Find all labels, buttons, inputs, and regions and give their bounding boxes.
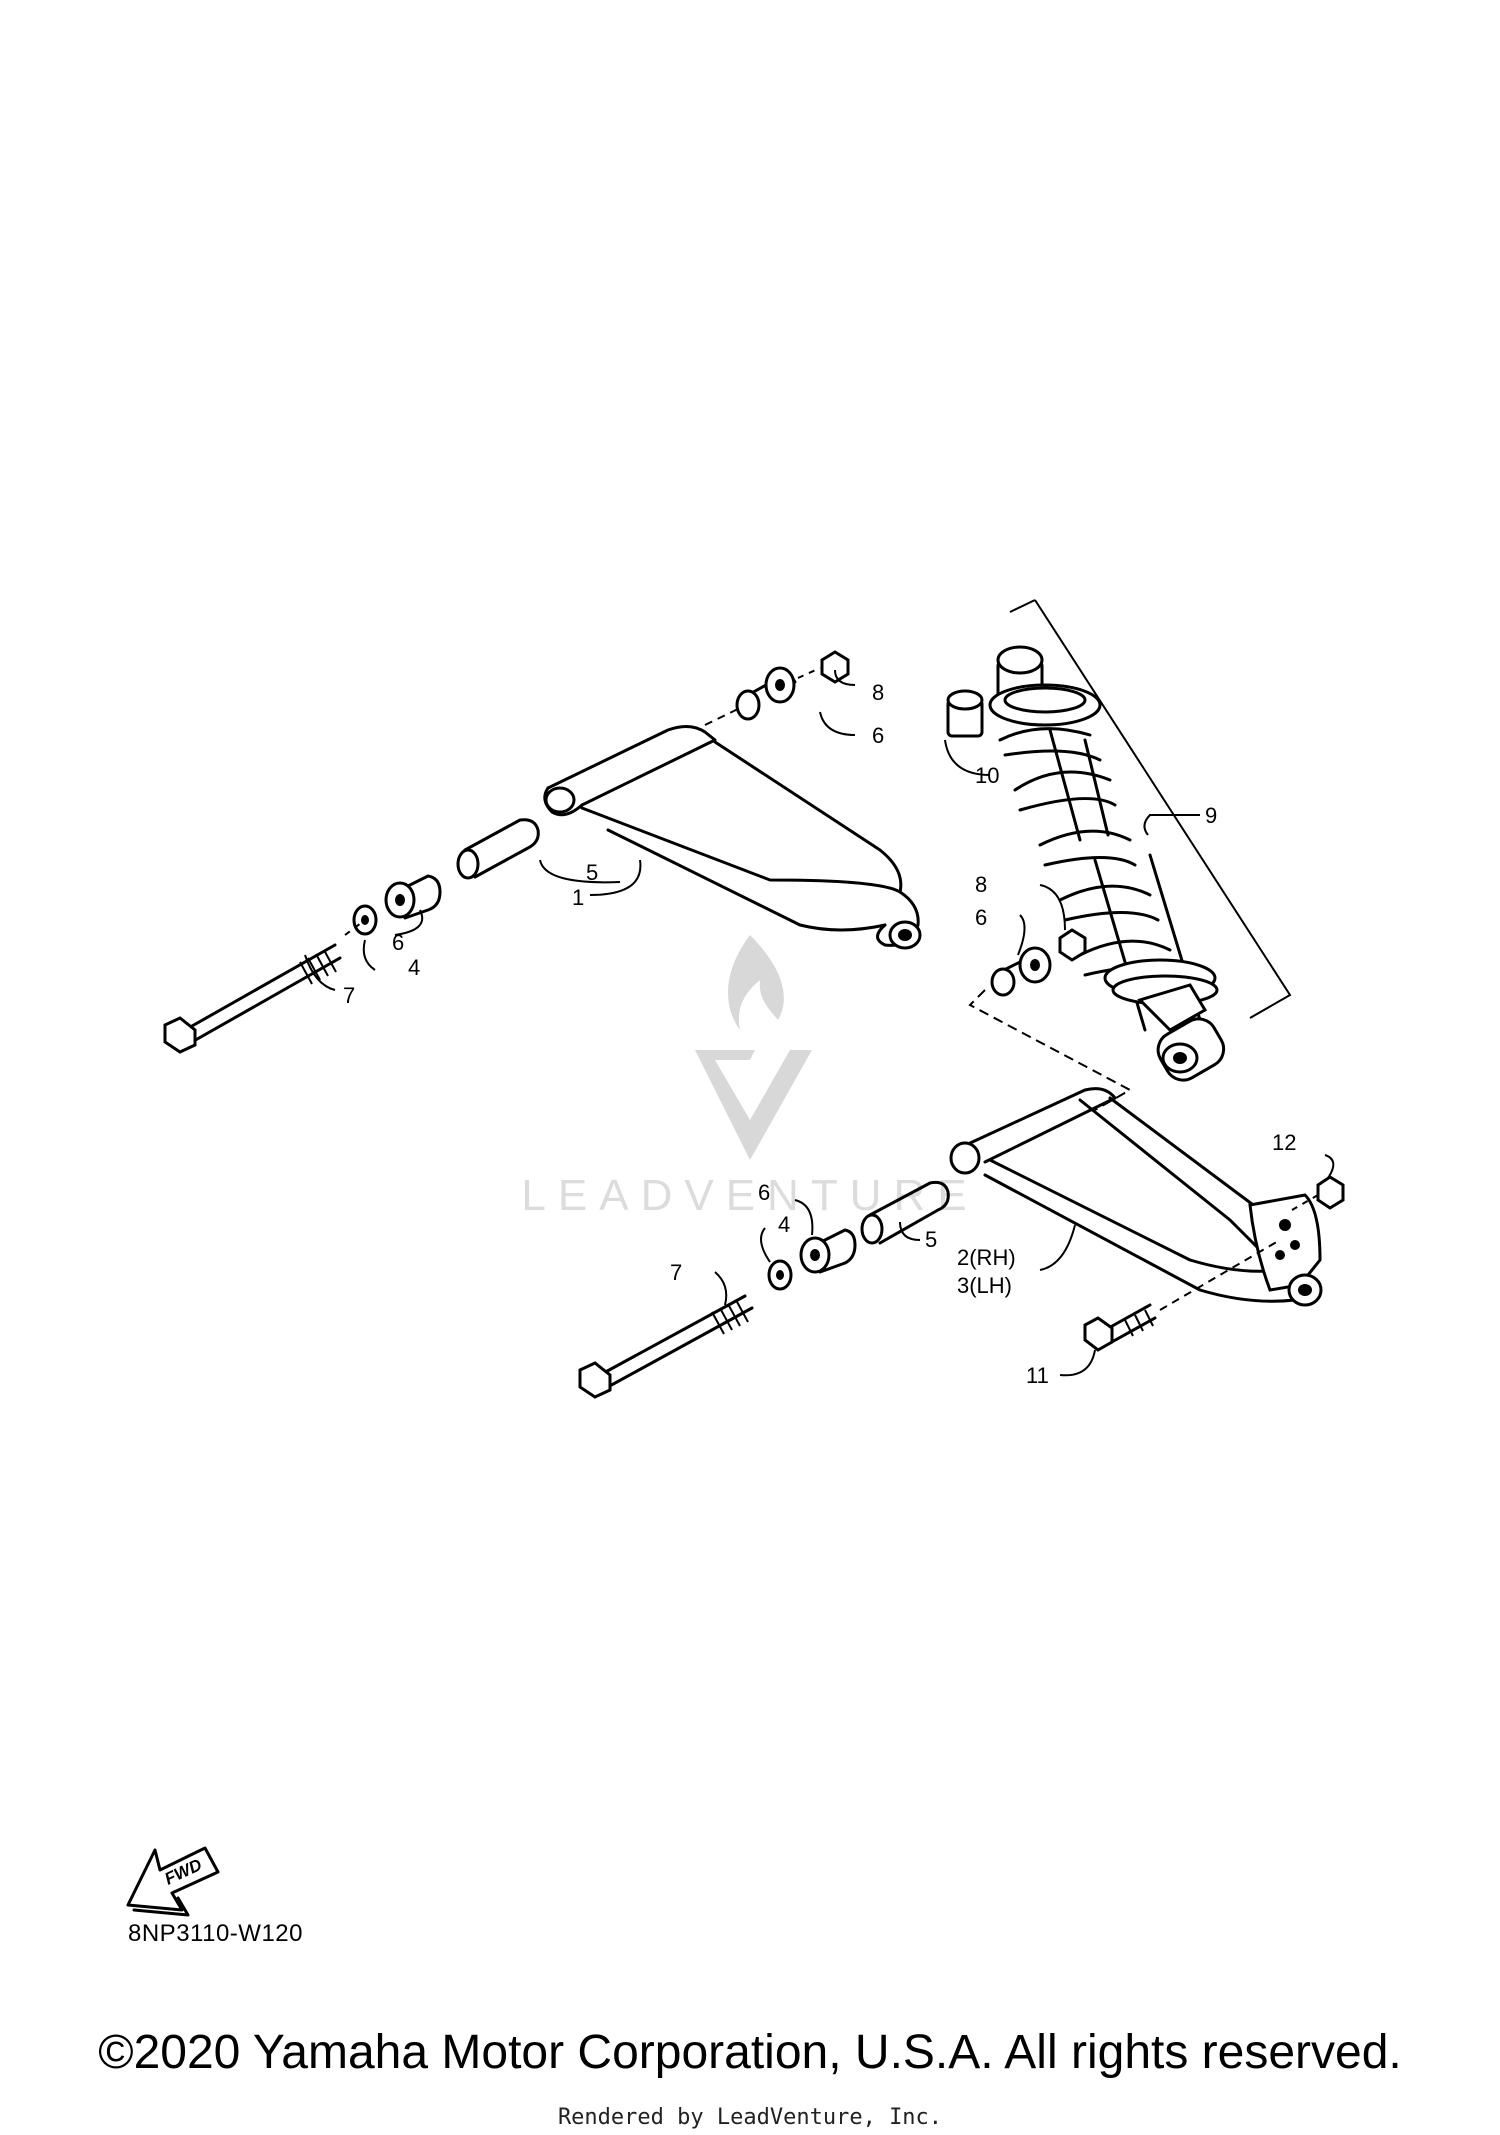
callout-6-upper-front: 6: [392, 930, 404, 955]
callout-6-upper-rear: 6: [872, 723, 884, 748]
shock-lower-nut-8: [1058, 928, 1087, 962]
lower-arm-assembly: [578, 1087, 1345, 1399]
leadventure-watermark: LEADVENTURE: [521, 935, 978, 1220]
callout-5-lower: 5: [925, 1227, 937, 1252]
upper-bushing-6-front: [384, 874, 442, 920]
group-bracket-9: [1034, 599, 1292, 1019]
copyright-notice: ©2020 Yamaha Motor Corporation, U.S.A. A…: [98, 2026, 1402, 2079]
lower-nut-12: [1291, 1175, 1345, 1211]
watermark-flame-icon: [728, 935, 784, 1030]
diagram-code: 8NP3110-W120: [128, 1920, 303, 1947]
lower-collar-5: [860, 1180, 950, 1245]
watermark-text: LEADVENTURE: [521, 1171, 978, 1220]
callout-7-lower: 7: [670, 1260, 682, 1285]
callout-9: 9: [1205, 803, 1217, 828]
callout-2: 2(RH): [957, 1245, 1016, 1270]
upper-nut-8: [797, 650, 850, 684]
callout-8-shock: 8: [975, 872, 987, 897]
shock-spring: [998, 727, 1180, 977]
rendered-by-notice: Rendered by LeadVenture, Inc.: [557, 2105, 943, 2130]
lower-bolt-11: [1083, 1239, 1281, 1352]
upper-bushing-6-rear: [704, 666, 797, 726]
lower-a-arm: [949, 1087, 1323, 1307]
callout-5-upper: 5: [586, 860, 598, 885]
callout-10: 10: [975, 763, 999, 788]
callout-8-upper: 8: [872, 680, 884, 705]
callout-3: 3(LH): [957, 1273, 1012, 1298]
watermark-v-icon: [695, 1050, 812, 1160]
upper-arm-assembly: [163, 650, 922, 1054]
shock-lower-eye: [1156, 1017, 1226, 1082]
shock-collar-10: [946, 689, 984, 738]
fwd-arrow-icon: FWD: [126, 1846, 220, 1917]
callout-11: 11: [1026, 1363, 1049, 1388]
callout-12: 12: [1272, 1130, 1296, 1155]
lower-washer-4: [767, 1259, 793, 1291]
callout-7-upper: 7: [343, 983, 355, 1008]
lower-bolt-7: [578, 1294, 754, 1399]
upper-collar-5: [456, 818, 540, 880]
callout-6-lower: 6: [758, 1180, 770, 1205]
callout-1: 1: [572, 885, 584, 910]
rear-shock-absorber: [946, 599, 1292, 1082]
upper-a-arm: [543, 725, 922, 950]
callout-4-lower: 4: [778, 1212, 790, 1237]
callout-4-upper: 4: [408, 955, 420, 980]
leader-lines: [304, 669, 1335, 1377]
callout-6-shock: 6: [975, 905, 987, 930]
upper-bolt-7: [163, 919, 366, 1054]
shock-lower-bushing-6: [990, 946, 1052, 997]
callout-labels: 1 2(RH) 3(LH) 4 4 5 5 6 6 6 6 7 7 8 8 9 …: [343, 680, 1296, 1388]
lower-bushing-6: [799, 1228, 857, 1274]
